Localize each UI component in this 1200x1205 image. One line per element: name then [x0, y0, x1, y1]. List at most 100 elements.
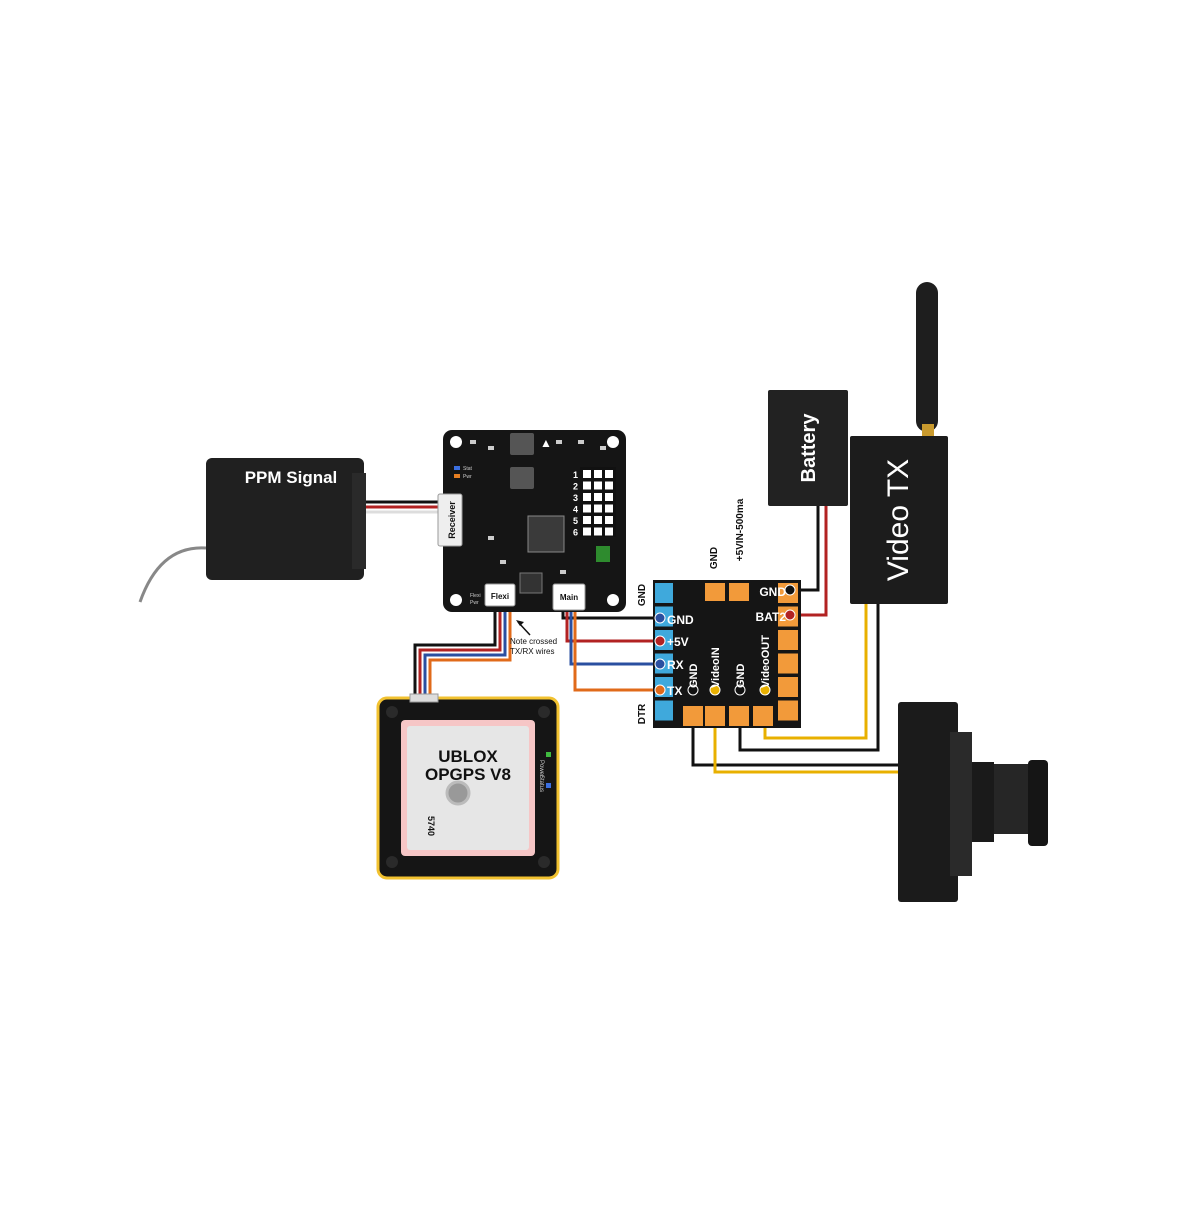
solder-point: [709, 684, 721, 696]
video-tx-label: Video TX: [882, 459, 915, 581]
main-port: [552, 583, 586, 611]
servo-pin: [583, 504, 591, 513]
gps-power-led: [546, 752, 551, 757]
status-led-label: Stat: [463, 466, 473, 472]
gps-title-line2: OPGPS V8: [425, 765, 511, 784]
gps-status-label: Status: [538, 775, 544, 792]
camera-lens-base: [972, 762, 994, 842]
solder-point: [784, 584, 796, 596]
osd-5vin-label: +5VIN-500ma: [735, 498, 746, 561]
status-led: [454, 466, 460, 470]
osd-right-pad: [778, 677, 798, 697]
servo-pin: [605, 470, 613, 478]
orientation-arrow-icon: ▲: [540, 436, 552, 450]
servo-pin: [583, 516, 591, 524]
chip: [510, 433, 534, 455]
osd-bottom-pad: [683, 706, 703, 726]
osd-dtr-label: DTR: [637, 703, 648, 724]
gps-antenna-number: 5740: [426, 816, 436, 836]
main-port-label: Main: [560, 593, 578, 602]
osd-tx-label: TX: [667, 684, 682, 698]
servo-pin: [594, 516, 602, 524]
gps-module: UBLOX OPGPS V8 5740 Power Status: [376, 693, 560, 880]
osd-bottom-pad: [705, 706, 725, 726]
osd-board: GNDGND+5VRXTXDTRGND+5VIN-500maGNDBAT2GND…: [637, 498, 801, 728]
servo-pin: [594, 470, 602, 478]
flexi-power-label-line1: Flexi: [470, 593, 481, 599]
camera-lens-tip: [1028, 760, 1048, 846]
servo-pin: [594, 527, 602, 536]
osd-left-pad: [655, 700, 673, 721]
osd-top-pad: [729, 583, 749, 601]
camera-lens-barrel: [994, 764, 1030, 834]
vtx-antenna: [916, 282, 938, 432]
osd-right-gnd-label: GND: [759, 585, 786, 599]
flexi-port-label: Flexi: [491, 592, 509, 601]
antenna-feed: [445, 780, 471, 806]
receiver-cable: [360, 500, 438, 514]
solder-point: [654, 658, 666, 670]
receiver-label: PPM Signal: [245, 468, 338, 487]
note-line-2: TX/RX wires: [510, 647, 554, 656]
osd-bat2-label: BAT2: [756, 610, 787, 624]
osd-rx-label: RX: [667, 658, 684, 672]
receiver-port-label: Receiver: [447, 501, 457, 539]
servo-pin: [605, 493, 613, 501]
osd-gnd-label: GND: [667, 613, 694, 627]
solder-point: [734, 684, 746, 696]
osd-gnd2-label: GND: [735, 664, 747, 689]
servo-number: 6: [573, 528, 578, 538]
flexi-power-label-line2: Pwr: [470, 600, 479, 606]
gps-title-line1: UBLOX: [438, 747, 498, 766]
osd-top-pad: [705, 583, 725, 601]
note-line-1: Note crossed: [510, 637, 557, 646]
mount-hole: [607, 436, 619, 448]
servo-pin: [583, 493, 591, 501]
osd-outer-gnd-label: GND: [637, 584, 648, 606]
camera-mount: [950, 732, 972, 876]
servo-number: 4: [573, 505, 578, 515]
osd-5v-label: +5V: [667, 635, 689, 649]
solder-point: [654, 612, 666, 624]
green-component: [596, 546, 610, 562]
solder-point: [759, 684, 771, 696]
battery: Battery: [768, 390, 848, 506]
camera-body: [898, 702, 958, 902]
flexi-port: [484, 583, 516, 607]
chip: [510, 467, 534, 489]
osd-top-gnd-label: GND: [709, 547, 720, 569]
mount-hole: [450, 436, 462, 448]
servo-pin: [594, 504, 602, 513]
servo-pin: [583, 527, 591, 536]
solder-point: [654, 684, 666, 696]
gps-power-label: Power: [538, 760, 544, 777]
servo-number: 1: [573, 470, 578, 480]
battery-label: Battery: [798, 413, 820, 483]
crossed-wires-note: Note crossed TX/RX wires: [510, 620, 557, 656]
osd-right-pad: [778, 630, 798, 650]
power-led-label: Pwr: [463, 474, 472, 480]
gps-status-led: [546, 783, 551, 788]
mcu-chip: [527, 515, 565, 553]
mount-hole: [607, 594, 619, 606]
osd-bottom-pad: [753, 706, 773, 726]
servo-pin: [594, 493, 602, 501]
main-to-osd-cable: [561, 612, 660, 692]
osd-left-pad: [655, 583, 673, 603]
flexi-power-label: Flexi Pwr: [470, 593, 482, 606]
servo-pin: [605, 504, 613, 513]
chip: [519, 572, 543, 594]
video-transmitter: Video TX: [850, 282, 948, 604]
osd-videoin-label: VideoIN: [710, 647, 722, 688]
solder-point: [654, 635, 666, 647]
osd-videoout-label: VideoOUT: [760, 635, 772, 688]
mount-hole: [450, 594, 462, 606]
gps-cable: [413, 610, 512, 700]
osd-video-gnd-label: GND: [688, 664, 700, 689]
servo-pin: [605, 516, 613, 524]
gps-connector: [409, 693, 439, 703]
